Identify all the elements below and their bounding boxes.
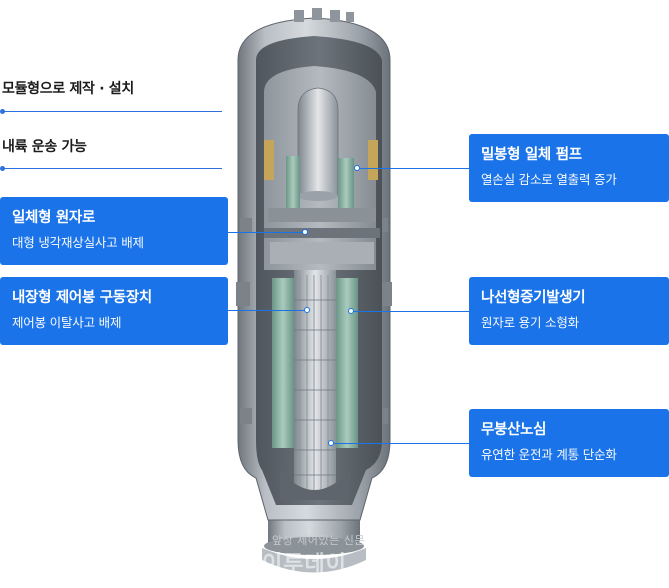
callout-title: 밀봉형 일체 펌프 (481, 147, 582, 163)
callout-helical-steam-generator: 나선형증기발생기 원자로 용기 소형화 (469, 277, 669, 345)
watermark-logo: 이투데이 (262, 552, 347, 577)
anchor-point (304, 307, 310, 313)
callout-subtitle: 제어봉 이탈사고 배제 (12, 315, 122, 330)
label-inland-transport: 내륙 운송 가능 (2, 139, 87, 155)
divider-line (2, 168, 222, 169)
anchor-point (302, 229, 308, 235)
label-modular: 모듈형으로 제작 · 설치 (2, 81, 134, 97)
vessel-base (262, 520, 366, 573)
anchor-point (354, 165, 360, 171)
leader-line (332, 443, 469, 444)
callout-boron-free-core: 무붕산노심 유연한 운전과 계통 단순화 (469, 409, 669, 477)
callout-integral-reactor: 일체형 원자로 대형 냉각재상실사고 배제 (0, 197, 228, 265)
anchor-point (348, 308, 354, 314)
callout-title: 내장형 제어봉 구동장치 (12, 290, 152, 306)
callout-title: 일체형 원자로 (12, 210, 95, 226)
callout-title: 무붕산노심 (481, 422, 547, 438)
leader-line (228, 232, 304, 233)
callout-internal-crdm: 내장형 제어봉 구동장치 제어봉 이탈사고 배제 (0, 277, 228, 345)
callout-sealed-pump: 밀봉형 일체 펌프 열손실 감소로 열출력 증가 (469, 134, 669, 202)
vessel-cutaway (256, 36, 382, 505)
anchor-point (328, 440, 334, 446)
leader-line (358, 168, 469, 169)
divider-line (2, 111, 222, 112)
callout-subtitle: 대형 냉각재상실사고 배제 (12, 235, 144, 250)
callout-subtitle: 유연한 운전과 계통 단순화 (481, 447, 617, 462)
leader-line (352, 311, 469, 312)
leader-line (228, 310, 306, 311)
callout-subtitle: 원자로 용기 소형화 (481, 315, 579, 330)
callout-title: 나선형증기발생기 (481, 290, 586, 306)
callout-subtitle: 열손실 감소로 열출력 증가 (481, 172, 617, 187)
watermark-slogan: 앞상 제어있는 신문 (272, 534, 365, 547)
